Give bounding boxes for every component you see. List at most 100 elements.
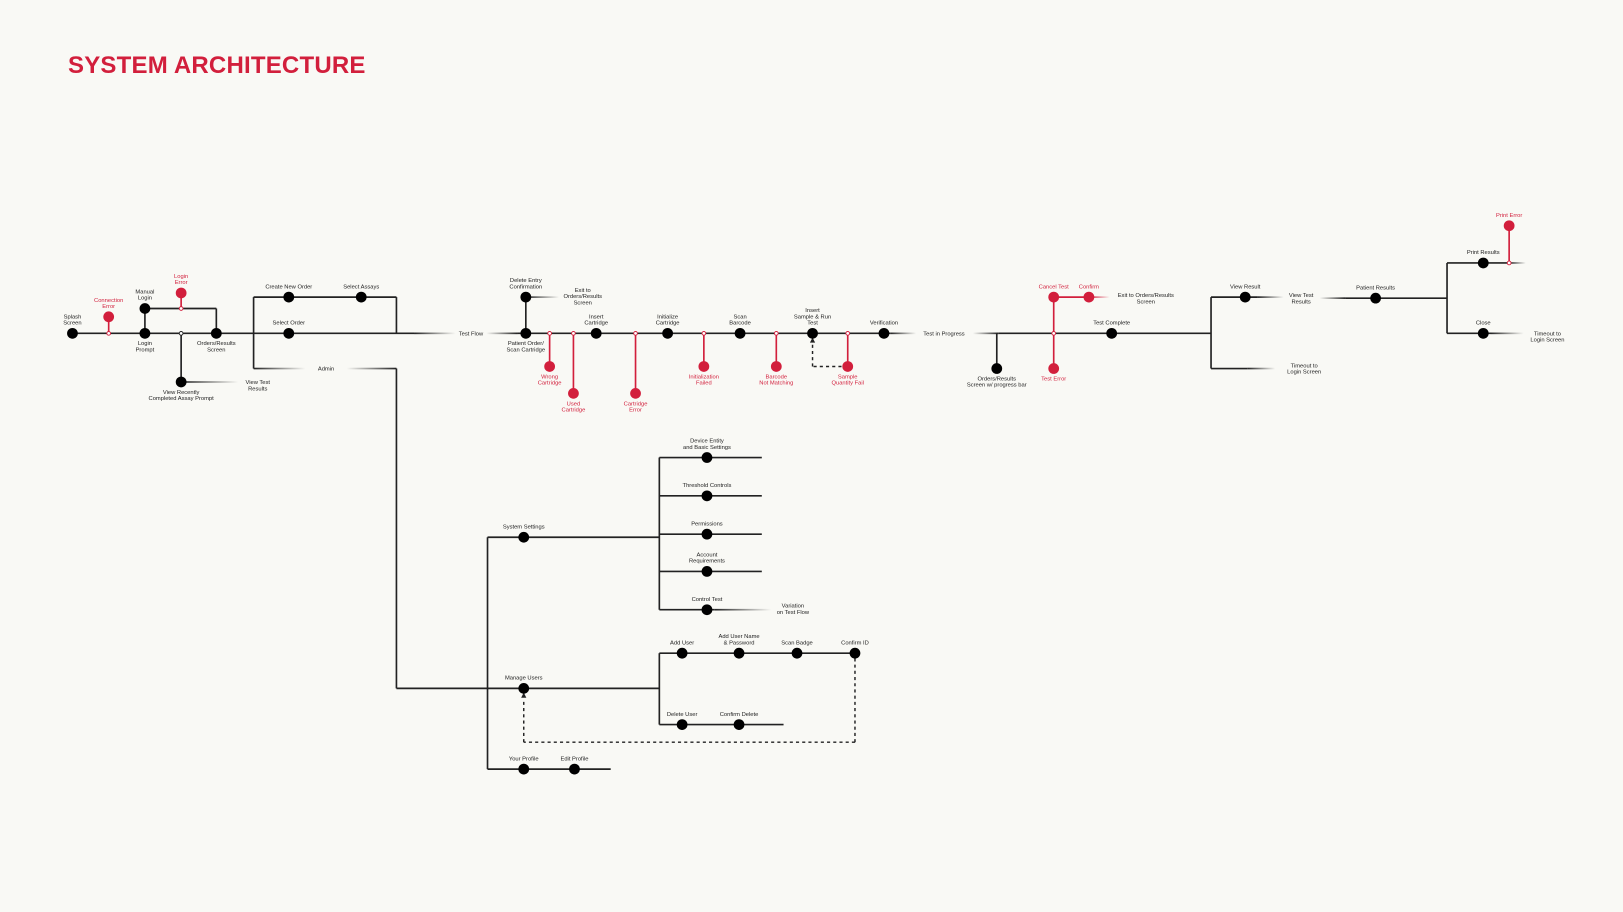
- node-label: Test in Progress: [923, 331, 965, 337]
- node-label: Test Error: [1041, 376, 1066, 382]
- node-confirm-id: Confirm ID: [841, 640, 869, 659]
- junction-point: [178, 306, 184, 311]
- node-label-line: Barcode: [766, 374, 788, 380]
- node-label: Confirm: [1079, 284, 1099, 290]
- node-label-line: Screen: [574, 300, 592, 306]
- node-label-line: Manual: [135, 289, 154, 295]
- screen-node-dot: [283, 291, 295, 303]
- node-label-line: Connection: [94, 298, 123, 304]
- node-label-line: Cancel Test: [1039, 284, 1069, 290]
- node-label-line: Confirm: [1079, 284, 1099, 290]
- node-print-error: Print Error: [1496, 213, 1522, 232]
- connector-fade: [1490, 332, 1524, 335]
- node-label-line: Device Entity: [690, 439, 724, 445]
- node-label-line: Scan Badge: [781, 640, 813, 646]
- node-system-settings: System Settings: [503, 524, 545, 543]
- node-label-line: Permissions: [691, 521, 723, 527]
- screen-node-dot: [701, 528, 713, 540]
- node-label: Verification: [870, 321, 898, 327]
- node-print-results: Print Results: [1467, 250, 1500, 269]
- node-label-line: Not Matching: [759, 381, 793, 387]
- node-label-line: Login: [138, 341, 152, 347]
- screen-node-dot: [67, 327, 78, 339]
- node-label: Select Assays: [343, 284, 379, 290]
- node-label: Admin: [318, 367, 334, 373]
- arrow-up-icon: [521, 692, 527, 698]
- node-threshold-controls: Threshold Controls: [683, 483, 731, 502]
- node-label: Scan Badge: [781, 640, 813, 646]
- node-label: Close: [1476, 321, 1491, 327]
- node-label-line: Orders/Results: [563, 294, 602, 300]
- node-label-line: Barcode: [729, 321, 751, 327]
- node-label-line: Sample: [838, 374, 858, 380]
- screen-node-dot: [518, 763, 530, 775]
- node-label-line: Used: [567, 401, 581, 407]
- screen-node-dot: [210, 327, 222, 339]
- node-label-line: Cartridge: [562, 407, 586, 413]
- connector-fade: [1257, 296, 1284, 298]
- node-label-line: Orders/Results: [197, 341, 236, 347]
- screen-node-dot: [139, 303, 151, 314]
- screen-node-dot: [1370, 292, 1381, 304]
- node-test-flow: Test Flow: [459, 331, 484, 337]
- node-label-line: Failed: [696, 381, 712, 387]
- node-add-user-name: Add User Name& Password: [718, 634, 760, 659]
- node-label: Print Results: [1467, 250, 1500, 256]
- screen-node-dot: [520, 291, 532, 303]
- node-label-line: Admin: [318, 367, 334, 373]
- screen-node-dot: [734, 327, 746, 339]
- node-label-line: Prompt: [136, 347, 155, 353]
- error-node-dot: [1503, 220, 1515, 232]
- node-label-line: Test Complete: [1093, 321, 1130, 327]
- connector-fade: [890, 332, 917, 335]
- screen-node-dot: [569, 763, 580, 775]
- error-node-dot: [568, 387, 579, 399]
- connector-fade: [253, 367, 306, 370]
- page-title: SYSTEM ARCHITECTURE: [68, 52, 366, 79]
- screen-node-dot: [1239, 291, 1251, 303]
- node-patient-order: Patient Order/Scan Cartridge: [507, 327, 545, 353]
- node-label-line: Results: [248, 386, 267, 392]
- node-label-line: and Basic Settings: [683, 445, 731, 451]
- node-label-line: View Result: [1230, 284, 1261, 290]
- connector-fade: [346, 367, 397, 370]
- node-label-line: & Password: [724, 640, 755, 646]
- node-edit-profile: Edit Profile: [560, 756, 588, 775]
- node-label-line: System Settings: [503, 524, 545, 530]
- error-node-dot: [630, 387, 641, 399]
- connector-fade: [972, 332, 999, 335]
- node-label-line: Create New Order: [265, 284, 312, 290]
- node-label-line: Cartridge: [656, 321, 680, 327]
- node-label: Manage Users: [505, 676, 543, 682]
- screen-node-dot: [849, 647, 861, 659]
- node-label-line: Cartridge: [624, 401, 648, 407]
- node-label: Test Complete: [1093, 321, 1130, 327]
- junction-point: [106, 331, 112, 336]
- node-label-line: Requirements: [689, 559, 725, 565]
- node-label-line: Cartridge: [584, 321, 608, 327]
- screen-node-dot: [991, 363, 1003, 374]
- node-label-line: Orders/Results: [977, 376, 1016, 382]
- error-node-dot: [1083, 291, 1095, 303]
- node-label: Patient Results: [1356, 285, 1395, 291]
- junction-point: [701, 331, 707, 336]
- node-label: Test Flow: [459, 331, 484, 337]
- node-create-order: Create New Order: [265, 284, 312, 303]
- junction-point: [547, 331, 552, 336]
- node-close: Close: [1476, 321, 1491, 339]
- node-label-line: Insert: [589, 314, 604, 320]
- node-label: Create New Order: [265, 284, 312, 290]
